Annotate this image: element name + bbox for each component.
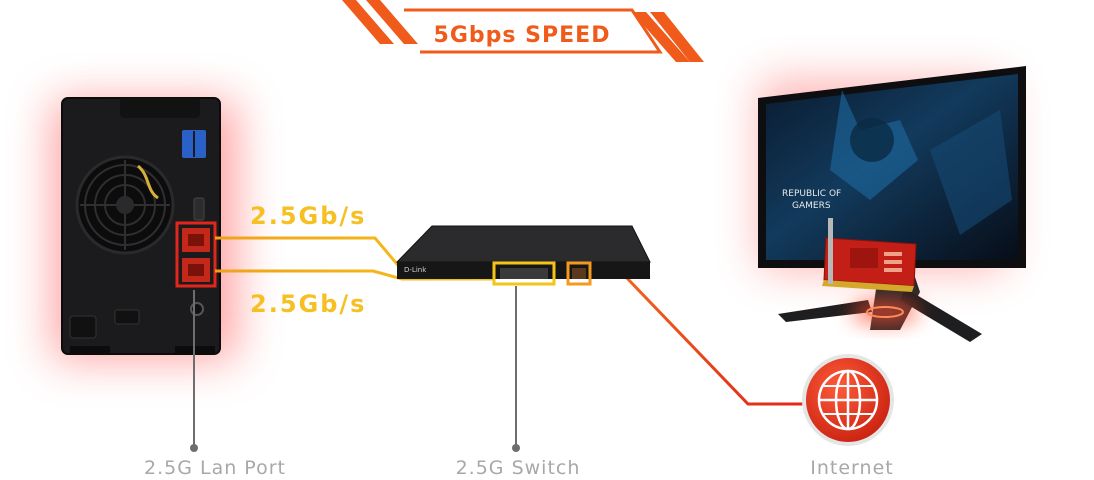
banner-stripe <box>342 0 394 44</box>
nas-callout-dot <box>190 444 198 452</box>
speed-label: 5Gbps SPEED <box>434 23 611 48</box>
nas-device-icon <box>52 97 237 360</box>
banner-stripe <box>632 12 690 62</box>
network-switch-icon: D-Link <box>395 225 651 286</box>
internet-link-line <box>604 274 812 406</box>
globe-icon <box>802 354 894 446</box>
link-speed-label-bottom: 2.5Gb/s <box>250 290 366 318</box>
monitor-brand-line1: REPUBLIC OF <box>782 189 841 199</box>
banner-stripe <box>650 12 704 62</box>
network-card-icon <box>822 218 917 292</box>
switch-brand-label: D-Link <box>404 266 427 274</box>
switch-uplink-port-highlight <box>566 261 592 286</box>
banner-stripe <box>366 0 418 44</box>
nas-caption: 2.5G Lan Port <box>144 457 286 479</box>
link-speed-label-top: 2.5Gb/s <box>250 202 366 230</box>
switch-caption: 2.5G Switch <box>456 457 581 479</box>
internet-caption: Internet <box>810 457 893 479</box>
switch-callout-dot <box>512 444 520 452</box>
speed-banner: 5Gbps SPEED <box>342 0 704 62</box>
banner-frame <box>404 8 663 54</box>
monitor-brand-line2: GAMERS <box>792 201 831 211</box>
switch-lan-ports-highlight <box>492 261 556 286</box>
gaming-monitor-icon: REPUBLIC OF GAMERS <box>758 66 1026 342</box>
